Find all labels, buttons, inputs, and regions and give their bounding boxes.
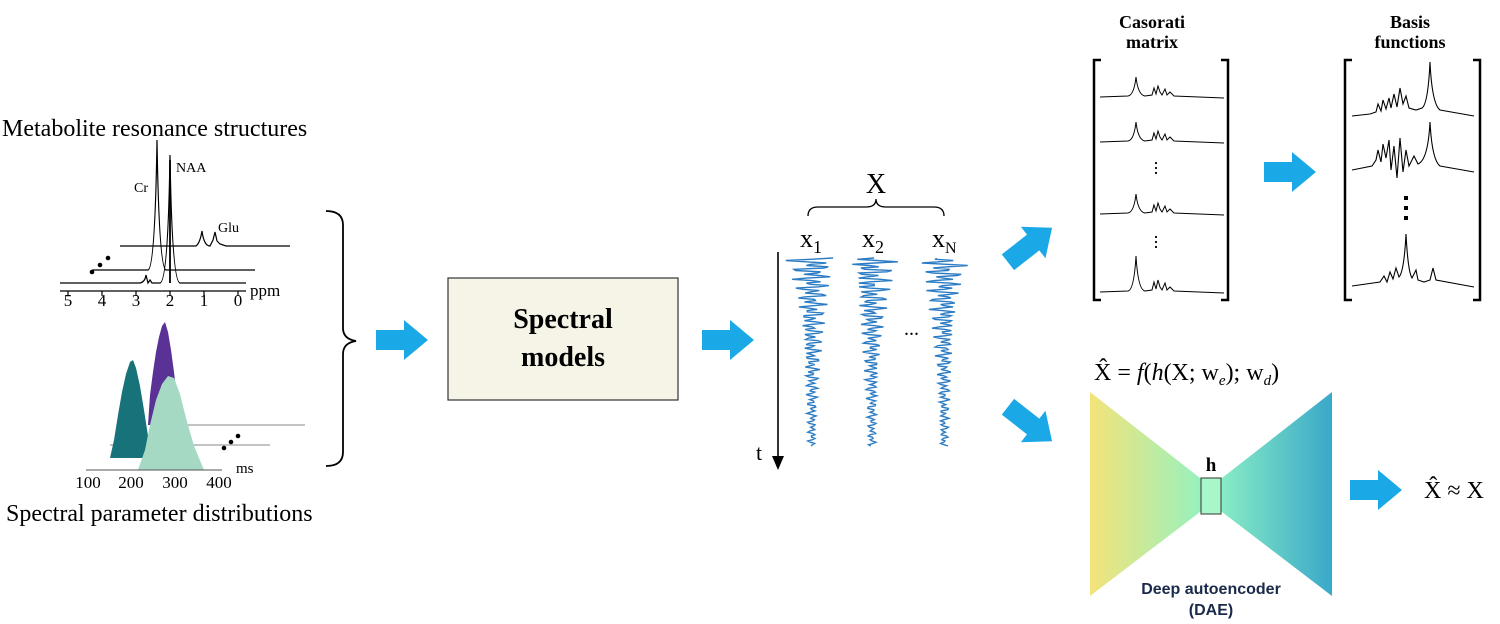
arrow-to-casorati bbox=[1001, 226, 1053, 271]
ms-tick-label: 300 bbox=[162, 473, 188, 492]
signals-group bbox=[785, 257, 968, 447]
casorati-title-line1: Casorati bbox=[1119, 12, 1185, 32]
basis-title-line2: functions bbox=[1374, 32, 1445, 52]
casorati-row bbox=[1099, 193, 1225, 216]
dae-label-line2: (DAE) bbox=[1189, 602, 1233, 619]
time-axis-arrowhead bbox=[772, 456, 784, 470]
histogram-stack bbox=[86, 322, 305, 471]
distributions-title: Spectral parameter distributions bbox=[6, 501, 313, 527]
arrow-to-models bbox=[376, 320, 428, 360]
inputs-brace bbox=[325, 210, 357, 467]
spectra-stack bbox=[60, 139, 290, 296]
arrow-to-signals bbox=[702, 320, 754, 360]
casorati-bracket-right bbox=[1221, 58, 1230, 302]
basis-bracket-right bbox=[1473, 58, 1482, 302]
spectral-models-box bbox=[447, 277, 679, 401]
signal-label-xn: xN bbox=[932, 224, 957, 257]
spectrum-front bbox=[60, 154, 246, 285]
histogram-mint bbox=[138, 376, 204, 470]
spectral-models-line1: Spectral bbox=[513, 304, 613, 335]
ms-unit-label: ms bbox=[236, 461, 254, 477]
basis-row bbox=[1351, 233, 1475, 288]
stack-dot bbox=[221, 445, 227, 451]
arrows bbox=[376, 152, 1402, 510]
signals-brace bbox=[807, 198, 945, 217]
ppm-tick-label: 0 bbox=[234, 291, 243, 310]
arrow-to-result bbox=[1350, 470, 1402, 510]
stack-dot bbox=[97, 262, 103, 268]
casorati-vdots bbox=[1154, 161, 1158, 249]
ppm-unit-label: ppm bbox=[250, 281, 280, 300]
ms-tick-label: 200 bbox=[118, 473, 144, 492]
signal-label-x1: x1 bbox=[800, 224, 822, 257]
ppm-tick-label: 1 bbox=[200, 291, 209, 310]
spectral-models-line2: models bbox=[521, 342, 605, 373]
stack-dot bbox=[235, 433, 241, 439]
basis-title-line1: Basis bbox=[1390, 12, 1430, 32]
peak-label-cr: Cr bbox=[134, 181, 148, 196]
dae-result: X̂ ≈ X bbox=[1424, 476, 1484, 504]
stack-dot bbox=[89, 269, 95, 275]
basis-vdots bbox=[1404, 196, 1408, 220]
dae-label-line1: Deep autoencoder bbox=[1141, 581, 1281, 598]
peak-label-naa: NAA bbox=[176, 161, 207, 176]
casorati-row bbox=[1099, 121, 1225, 144]
casorati-title-line2: matrix bbox=[1126, 32, 1178, 52]
ppm-tick-label: 3 bbox=[132, 291, 141, 310]
ms-tick-label: 100 bbox=[75, 473, 101, 492]
stack-dot bbox=[105, 255, 111, 261]
time-signal bbox=[785, 257, 834, 447]
stack-dot bbox=[228, 439, 234, 445]
casorati-bracket-left bbox=[1092, 58, 1101, 302]
ppm-tick-label: 4 bbox=[98, 291, 107, 310]
dae-equation: X̂ = f(h(X; we); wd) bbox=[1094, 358, 1279, 389]
casorati-row bbox=[1099, 76, 1225, 99]
basis-bracket-left bbox=[1343, 58, 1352, 302]
ppm-tick-label: 5 bbox=[64, 291, 73, 310]
ppm-tick-label: 2 bbox=[166, 291, 175, 310]
signals-ellipsis: ... bbox=[904, 318, 919, 340]
histogram-teal bbox=[110, 360, 152, 458]
signal-label-x2: x2 bbox=[862, 224, 884, 257]
time-axis-label: t bbox=[756, 440, 762, 465]
time-signal bbox=[852, 257, 898, 447]
arrow-to-basis bbox=[1264, 152, 1316, 192]
dae-latent-box bbox=[1200, 477, 1222, 515]
time-signal bbox=[921, 257, 968, 447]
spectrum-back bbox=[120, 230, 290, 247]
basis-row bbox=[1351, 121, 1475, 179]
ms-tick-label: 400 bbox=[206, 473, 232, 492]
matrix-label-x: X bbox=[866, 169, 886, 200]
peak-label-glu: Glu bbox=[218, 221, 239, 236]
basis-row bbox=[1351, 61, 1475, 117]
arrow-to-dae bbox=[1001, 398, 1053, 443]
casorati-row bbox=[1099, 255, 1225, 294]
dae-latent-label: h bbox=[1206, 455, 1217, 476]
spectrum-middle bbox=[92, 139, 255, 271]
metabolite-title: Metabolite resonance structures bbox=[2, 116, 307, 142]
